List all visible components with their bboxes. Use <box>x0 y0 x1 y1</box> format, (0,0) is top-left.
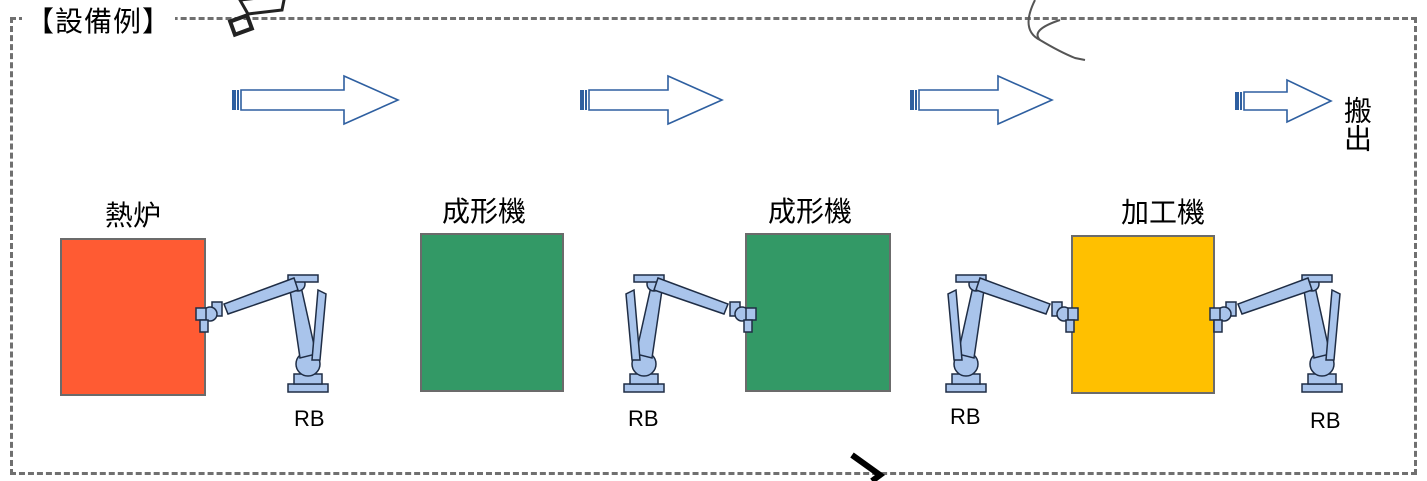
processing-machine-block <box>1071 235 1215 394</box>
machine-label-furnace: 熱炉 <box>105 199 162 232</box>
robot-arm-1 <box>195 274 329 393</box>
machine-label-processing: 加工機 <box>1121 196 1206 229</box>
robot-label-1: RB <box>294 406 325 431</box>
robot-label-4: RB <box>1310 408 1341 433</box>
flow-arrow-3 <box>910 74 1054 126</box>
frame-title: 【設備例】 <box>22 4 176 40</box>
flow-arrow-2 <box>580 74 724 126</box>
robot-arm-2 <box>623 274 757 393</box>
forming-machine-2-block <box>745 233 891 392</box>
flow-arrow-4 <box>1235 78 1333 124</box>
equipment-example-frame <box>10 17 1417 475</box>
robot-arm-4 <box>1209 274 1343 393</box>
robot-label-2: RB <box>628 406 659 431</box>
robot-label-3: RB <box>950 404 981 429</box>
machine-label-forming-2: 成形機 <box>768 195 853 228</box>
machine-label-forming-1: 成形機 <box>442 195 527 228</box>
forming-machine-1-block <box>420 233 564 392</box>
exit-label: 搬出 <box>1340 96 1373 152</box>
flow-arrow-1 <box>232 74 400 126</box>
robot-arm-3 <box>945 274 1079 393</box>
furnace-block <box>60 238 206 396</box>
